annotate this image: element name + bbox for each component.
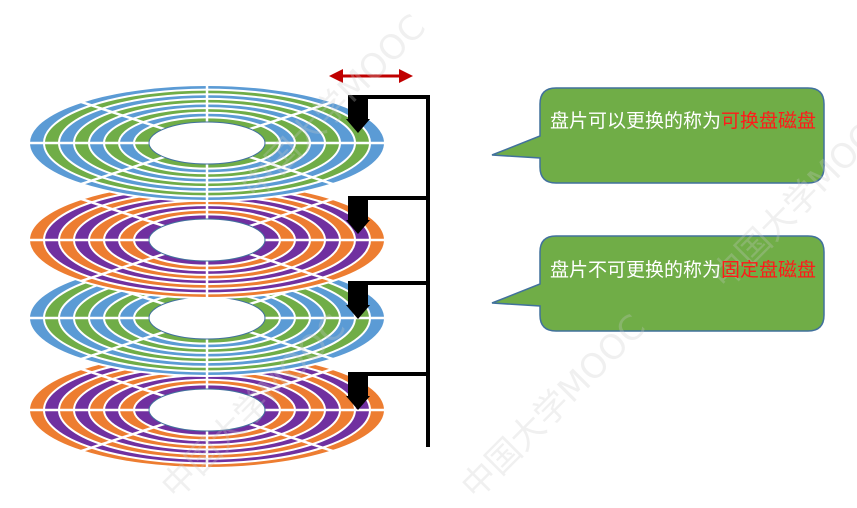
- read-write-head: [348, 95, 368, 121]
- arrow-right-icon: [399, 69, 413, 83]
- callout-removable-text: 盘片可以更换的称为可换盘磁盘: [549, 110, 817, 132]
- spindle-hole: [148, 388, 266, 432]
- spindle-hole: [148, 296, 266, 340]
- head-arrow-icon: [346, 119, 370, 133]
- spindle-hole: [148, 218, 266, 262]
- head-arrow-icon: [346, 220, 370, 234]
- callout-bubble: [491, 235, 825, 332]
- disk-stack-diagram: [28, 69, 825, 469]
- head-arrow-icon: [346, 305, 370, 319]
- callout-fixed-text: 盘片不可更换的称为固定盘磁盘: [549, 259, 817, 281]
- platter: [28, 181, 386, 299]
- callout-bubble: [491, 87, 825, 184]
- spindle-hole: [148, 121, 266, 165]
- arrow-left-icon: [329, 69, 343, 83]
- read-write-head: [348, 196, 368, 222]
- read-write-head: [348, 372, 368, 398]
- head-arrow-icon: [346, 396, 370, 410]
- platter: [28, 351, 386, 469]
- platter: [28, 84, 386, 202]
- read-write-head: [348, 281, 368, 307]
